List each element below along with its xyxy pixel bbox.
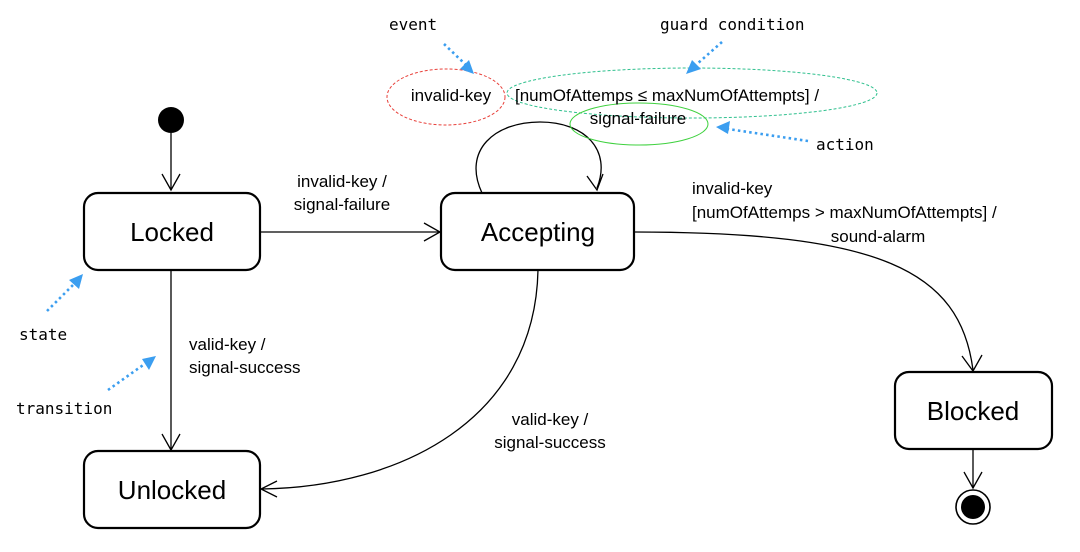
accepting-self-loop-arrowhead: [586, 173, 604, 192]
state-unlocked-label: Unlocked: [118, 475, 226, 505]
action-ellipse: [569, 102, 709, 146]
label-accepting-to-unlocked: valid-key / signal-success: [494, 410, 606, 452]
accepting-to-blocked-edge: [633, 231, 974, 371]
accepting-to-blocked-arrowhead: [961, 354, 983, 373]
label-locked-to-unlocked: valid-key / signal-success: [189, 335, 301, 377]
guard-ellipse: [506, 67, 878, 119]
pointer-state: [46, 274, 83, 312]
initial-state: [158, 107, 184, 133]
self-loop-guard-label: [numOfAttemps ≤ maxNumOfAttempts] /: [515, 86, 819, 105]
state-unlocked: Unlocked: [82, 449, 262, 530]
label-line: signal-success: [189, 358, 301, 377]
initial-transition-arrowhead: [161, 173, 181, 192]
annotation-state: state: [19, 325, 67, 344]
label-locked-to-accepting: invalid-key / signal-failure: [294, 172, 390, 214]
blocked-to-final-arrowhead: [963, 471, 983, 490]
state-locked: Locked: [82, 191, 262, 272]
event-ellipse: [386, 68, 506, 126]
annotation-event: event: [389, 15, 437, 34]
self-loop-action-label: signal-failure: [590, 109, 686, 128]
accepting-to-unlocked-arrowhead: [259, 480, 278, 498]
pointer-event: [443, 43, 474, 74]
label-accepting-to-blocked: invalid-key [numOfAttemps > maxNumOfAtte…: [692, 179, 997, 246]
accepting-to-unlocked-edge: [261, 269, 539, 490]
label-line: invalid-key /: [297, 172, 387, 191]
state-blocked: Blocked: [893, 370, 1054, 451]
label-line: valid-key /: [512, 410, 589, 429]
label-line: signal-failure: [294, 195, 390, 214]
state-locked-label: Locked: [130, 217, 214, 247]
label-line: [numOfAttemps > maxNumOfAttempts] /: [692, 203, 997, 222]
annotation-transition: transition: [16, 399, 112, 418]
annotation-guard-condition: guard condition: [660, 15, 805, 34]
final-state: [955, 489, 991, 525]
pointer-action: [716, 121, 809, 143]
label-line: sound-alarm: [831, 227, 926, 246]
label-line: invalid-key: [692, 179, 773, 198]
locked-to-accepting-arrowhead: [423, 222, 442, 242]
state-blocked-label: Blocked: [927, 396, 1020, 426]
annotation-action: action: [816, 135, 874, 154]
self-loop-event-label: invalid-key: [411, 86, 492, 105]
state-accepting: Accepting: [439, 191, 636, 272]
accepting-self-loop: [475, 121, 602, 194]
label-line: signal-success: [494, 433, 606, 452]
pointer-transition: [107, 356, 156, 392]
label-line: valid-key /: [189, 335, 266, 354]
locked-to-unlocked-arrowhead: [161, 433, 181, 452]
state-accepting-label: Accepting: [481, 217, 595, 247]
pointer-guard-condition: [686, 41, 723, 74]
